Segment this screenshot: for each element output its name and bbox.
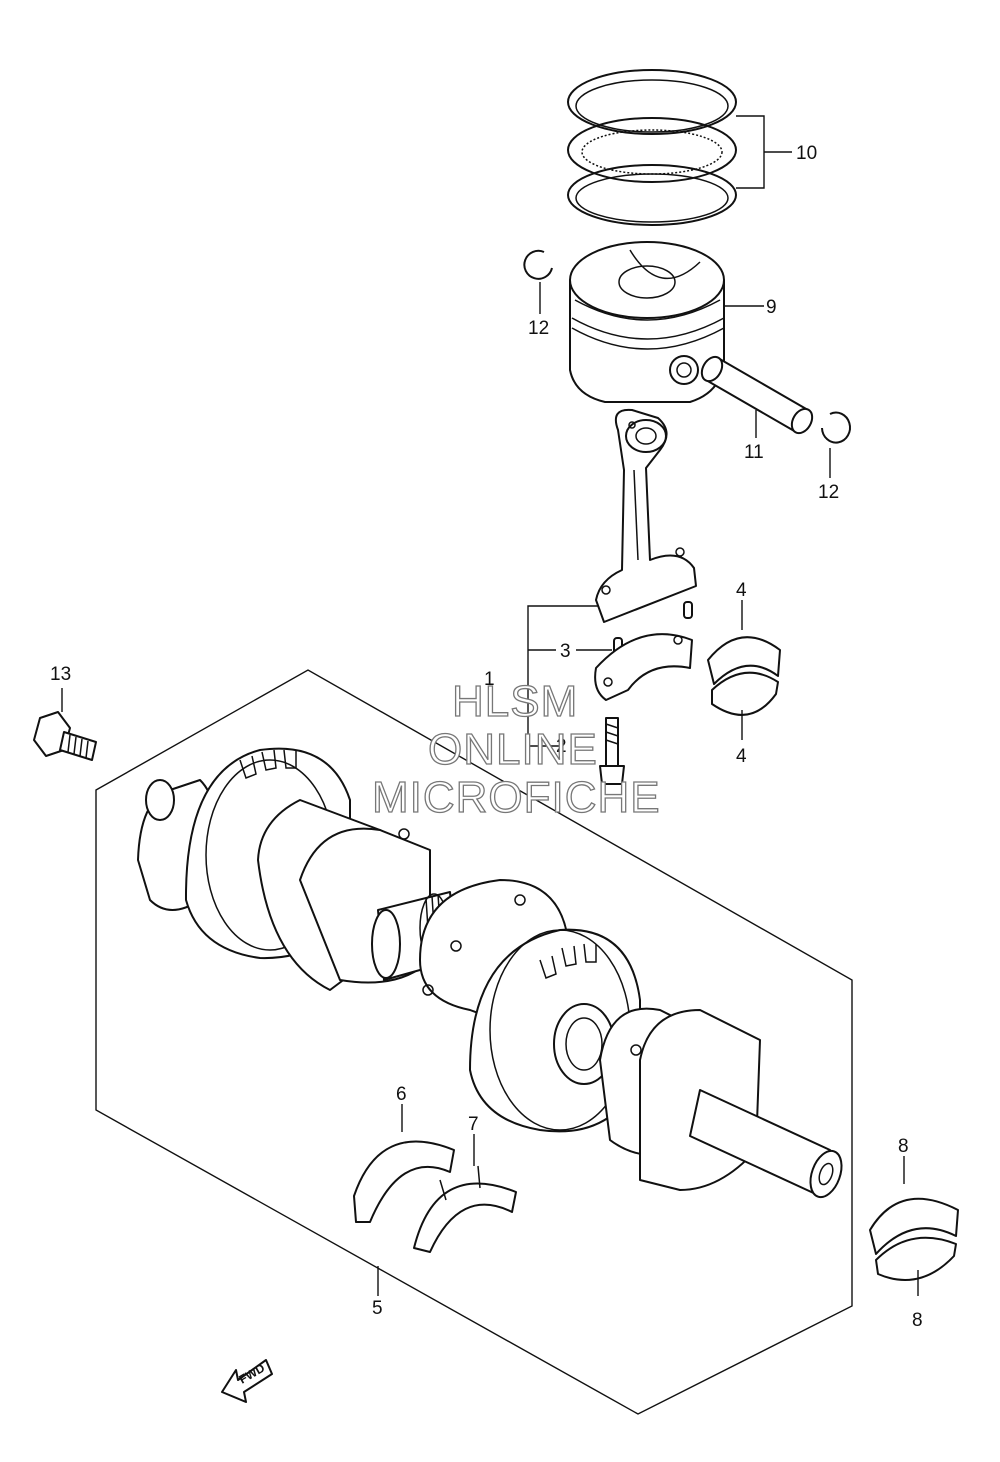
callout-4-lower: 4 (736, 746, 747, 767)
callout-12-right: 12 (818, 482, 839, 503)
watermark: HLSM ONLINE MICROFICHE (371, 676, 661, 822)
piston-pin[interactable] (698, 353, 817, 437)
watermark-line-1: HLSM (452, 677, 578, 726)
callout-8-upper: 8 (898, 1136, 909, 1157)
crankshaft-thrust-bearing-left[interactable] (353, 1140, 455, 1223)
crankshaft[interactable] (137, 747, 847, 1202)
piston[interactable] (569, 241, 725, 403)
crankshaft-thrust-bearing-right[interactable] (413, 1165, 517, 1253)
callout-6: 6 (396, 1084, 407, 1105)
piston-rings[interactable] (567, 69, 737, 226)
callout-9: 9 (766, 297, 777, 318)
callout-13: 13 (50, 664, 71, 685)
callout-11: 11 (744, 442, 764, 463)
connecting-rod-bolt[interactable] (599, 717, 625, 785)
callout-10: 10 (796, 143, 817, 164)
forward-arrow-icon: FWD (221, 1359, 273, 1403)
crankshaft-group-outline (95, 669, 853, 1415)
watermark-line-2: ONLINE (428, 725, 598, 774)
callout-8-lower: 8 (912, 1310, 923, 1331)
callout-5: 5 (372, 1298, 383, 1319)
callout-1: 1 (484, 669, 495, 690)
piston-pin-circlip-right[interactable] (821, 411, 851, 444)
crankshaft-main-bearing[interactable] (869, 1197, 959, 1281)
dowel-pin-upper[interactable] (683, 601, 693, 619)
callout-3: 3 (560, 641, 571, 662)
hex-flange-bolt[interactable] (33, 711, 97, 761)
callout-7: 7 (468, 1114, 479, 1135)
connecting-rod-bearing[interactable] (707, 636, 781, 716)
callout-12-left: 12 (528, 318, 549, 339)
connecting-rod-cap[interactable] (594, 633, 693, 701)
piston-pin-circlip-left[interactable] (523, 249, 553, 280)
callout-2: 2 (556, 736, 567, 757)
connecting-rod[interactable] (595, 408, 697, 623)
watermark-line-3: MICROFICHE (372, 773, 661, 822)
callout-4-upper: 4 (736, 580, 747, 601)
